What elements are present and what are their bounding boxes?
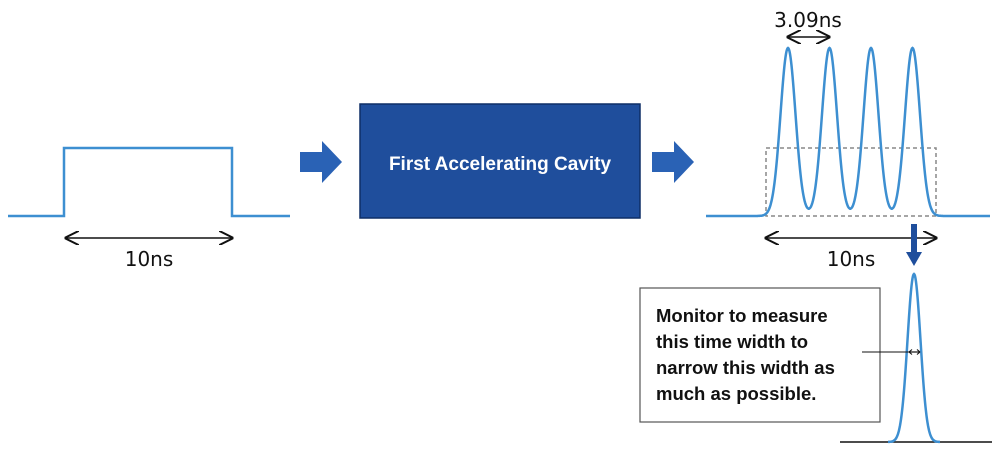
bunch-width-marker: [908, 349, 921, 355]
zoomed-bunch: [888, 272, 940, 444]
flow-arrow-1: [300, 141, 342, 183]
original-pulse-outline: [765, 147, 937, 217]
monitor-note-line-3: narrow this width as: [656, 357, 835, 378]
monitor-note-line-1: Monitor to measure: [656, 305, 828, 326]
output-width-label: 10ns: [827, 247, 876, 271]
cavity-label: First Accelerating Cavity: [389, 154, 612, 175]
input-width-label: 10ns: [125, 247, 174, 271]
spacing-label: 3.09ns: [774, 8, 842, 32]
flow-arrow-2: [652, 141, 694, 183]
cavity-box: [359, 103, 641, 219]
monitor-note-line-2: this time width to: [656, 331, 808, 352]
monitor-note-line-4: much as possible.: [656, 383, 816, 404]
bunch-train: [706, 46, 990, 218]
input-pulse: [8, 146, 290, 218]
monitor-note-box: [639, 287, 881, 423]
zoom-down-arrow: [906, 224, 922, 266]
